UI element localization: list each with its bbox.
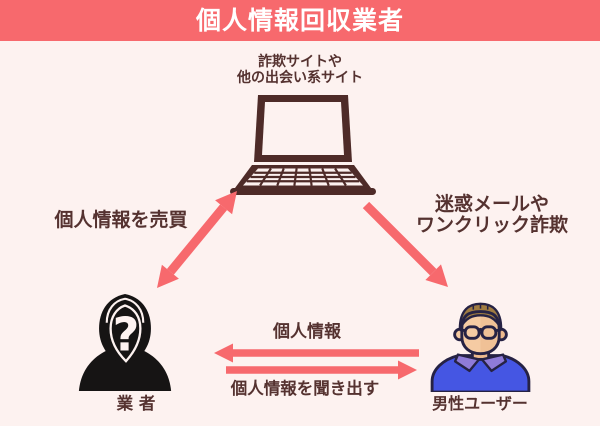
question-mark: ?: [113, 308, 140, 362]
fraud-site-label-line1: 詐欺サイトや: [258, 54, 342, 70]
extract-label: 個人情報を聞き出す: [230, 379, 380, 398]
user-hair-notches: [472, 304, 489, 310]
fraud-site-label: 詐欺サイトや 他の出会い系サイト: [150, 54, 450, 86]
laptop-key-grid: [246, 167, 360, 187]
user-collar-right: [480, 353, 508, 373]
user-hair: [458, 302, 503, 330]
user-face-shadow: [480, 311, 500, 354]
sell-arrow: [157, 191, 237, 288]
user-shirt: [430, 354, 531, 392]
broker-torso: [78, 349, 172, 391]
sell-label: 個人情報を売買: [54, 209, 188, 231]
broker-icon: ?: [78, 293, 172, 391]
extract-arrow: [226, 360, 417, 380]
user-head-outline: [460, 310, 501, 356]
laptop-icon: [230, 95, 376, 195]
spam-label-line2: ワンクリック詐欺: [415, 214, 568, 237]
info-label: 個人情報: [273, 322, 341, 342]
broker-label: 業 者: [116, 394, 156, 413]
laptop-screen: [262, 102, 344, 155]
user-label: 男性ユーザー: [432, 394, 528, 413]
broker-face-outline: [109, 304, 142, 363]
fraud-site-label-line2: 他の出会い系サイト: [237, 69, 363, 86]
spam-label: 迷惑メールや ワンクリック詐欺: [402, 193, 582, 237]
male-user-icon: [430, 302, 531, 392]
user-collar-left: [453, 353, 481, 373]
glasses-icon: [459, 325, 502, 340]
spam-label-line1: 迷惑メールや: [434, 193, 549, 215]
broker-hood-seam: [105, 297, 145, 323]
laptop-base: [230, 188, 376, 195]
title-bar: 個人情報回収業者: [0, 0, 600, 41]
info-arrow: [214, 343, 419, 363]
page-title: 個人情報回収業者: [195, 6, 404, 35]
